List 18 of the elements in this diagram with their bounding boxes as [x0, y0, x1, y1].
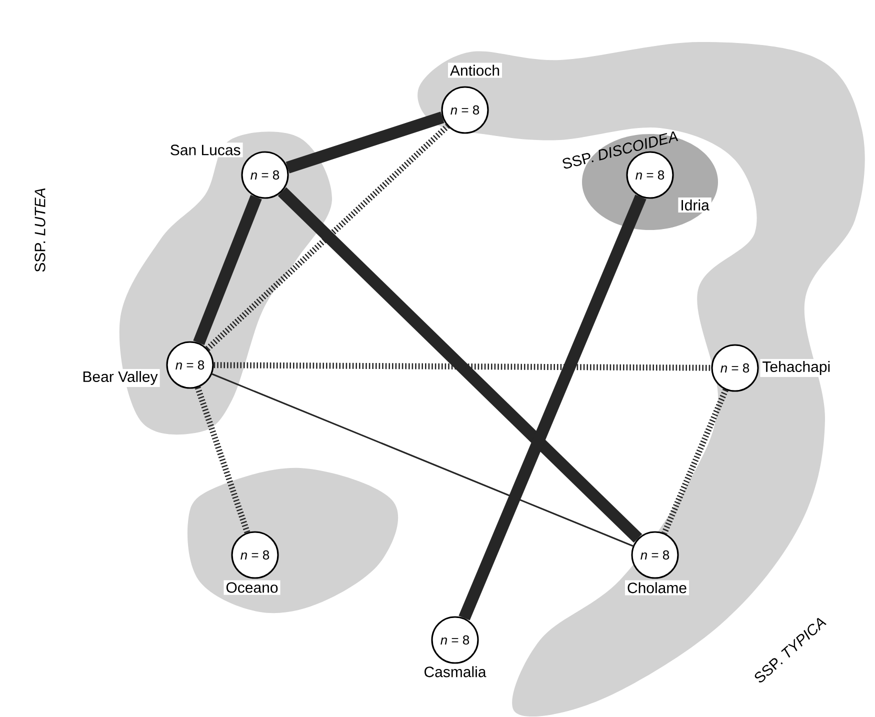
- link-line: [193, 194, 262, 346]
- link-line: [212, 373, 634, 547]
- link-line: [214, 362, 712, 371]
- link-line: [662, 388, 728, 534]
- place-name: Bear Valley: [80, 369, 160, 387]
- place-name: Antioch: [448, 62, 502, 78]
- place-name: Cholame: [625, 580, 690, 596]
- link-line: [286, 112, 444, 174]
- place-name: Casmalia: [422, 664, 488, 680]
- place-name: San Lucas: [168, 142, 243, 158]
- place-name: Oceano: [224, 580, 280, 595]
- subspecies-label: SSP. LUTEA: [34, 188, 46, 272]
- link-line: [194, 386, 250, 534]
- link-line: [458, 194, 646, 620]
- place-name: Idria: [678, 198, 712, 212]
- place-name: Tehachapi: [760, 359, 833, 377]
- link-line: [278, 187, 642, 543]
- link-line: [205, 124, 450, 352]
